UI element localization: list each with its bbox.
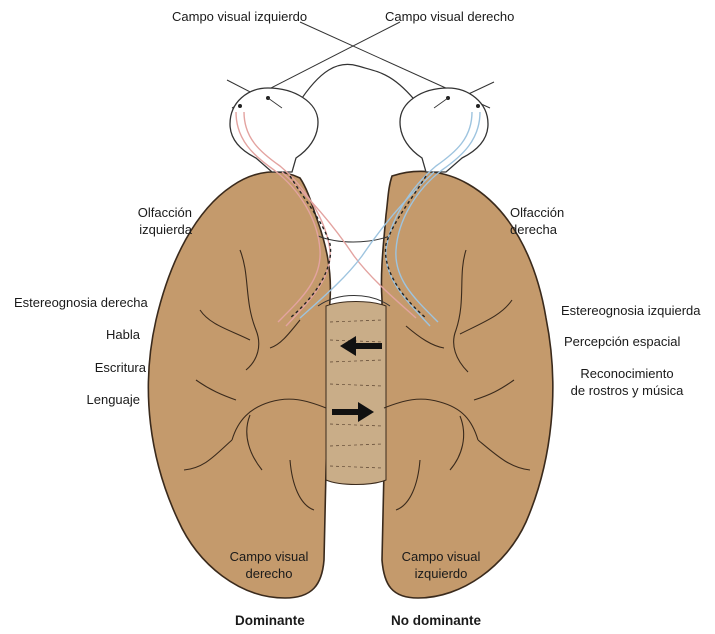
left-hemi-field-line1: Campo visual (214, 548, 324, 565)
dominant-label: Dominante (235, 612, 305, 629)
speech-label: Habla (70, 326, 140, 343)
left-olfaction-line2: izquierda (80, 221, 192, 238)
recognition-line1: Reconocimiento (556, 365, 698, 382)
right-olfaction-line2: derecha (510, 221, 564, 238)
left-hemi-field-line2: derecho (214, 565, 324, 582)
spatial-perception-label: Percepción espacial (564, 333, 680, 350)
corpus-callosum (326, 302, 386, 485)
non-dominant-label: No dominante (391, 612, 481, 629)
left-olfaction-line1: Olfacción (80, 204, 192, 221)
left-stereognosis-label: Estereognosia izquierda (561, 302, 700, 319)
left-visual-field-label: Campo visual izquierdo (172, 8, 307, 25)
left-eye-icon (230, 88, 318, 172)
right-visual-field-label: Campo visual derecho (385, 8, 514, 25)
language-label: Lenguaje (60, 391, 140, 408)
recognition-line2: de rostros y música (556, 382, 698, 399)
right-hemisphere-field-label: Campo visual izquierdo (386, 548, 496, 582)
recognition-label: Reconocimiento de rostros y música (556, 365, 698, 399)
right-stereognosis-label: Estereognosia derecha (14, 294, 148, 311)
left-olfaction-label: Olfacción izquierda (80, 204, 192, 238)
right-hemi-field-line2: izquierdo (386, 565, 496, 582)
writing-label: Escritura (60, 359, 146, 376)
right-olfaction-label: Olfacción derecha (510, 204, 564, 238)
left-hemisphere-field-label: Campo visual derecho (214, 548, 324, 582)
right-hemi-field-line1: Campo visual (386, 548, 496, 565)
right-olfaction-line1: Olfacción (510, 204, 564, 221)
chiasm-outline (298, 64, 418, 104)
